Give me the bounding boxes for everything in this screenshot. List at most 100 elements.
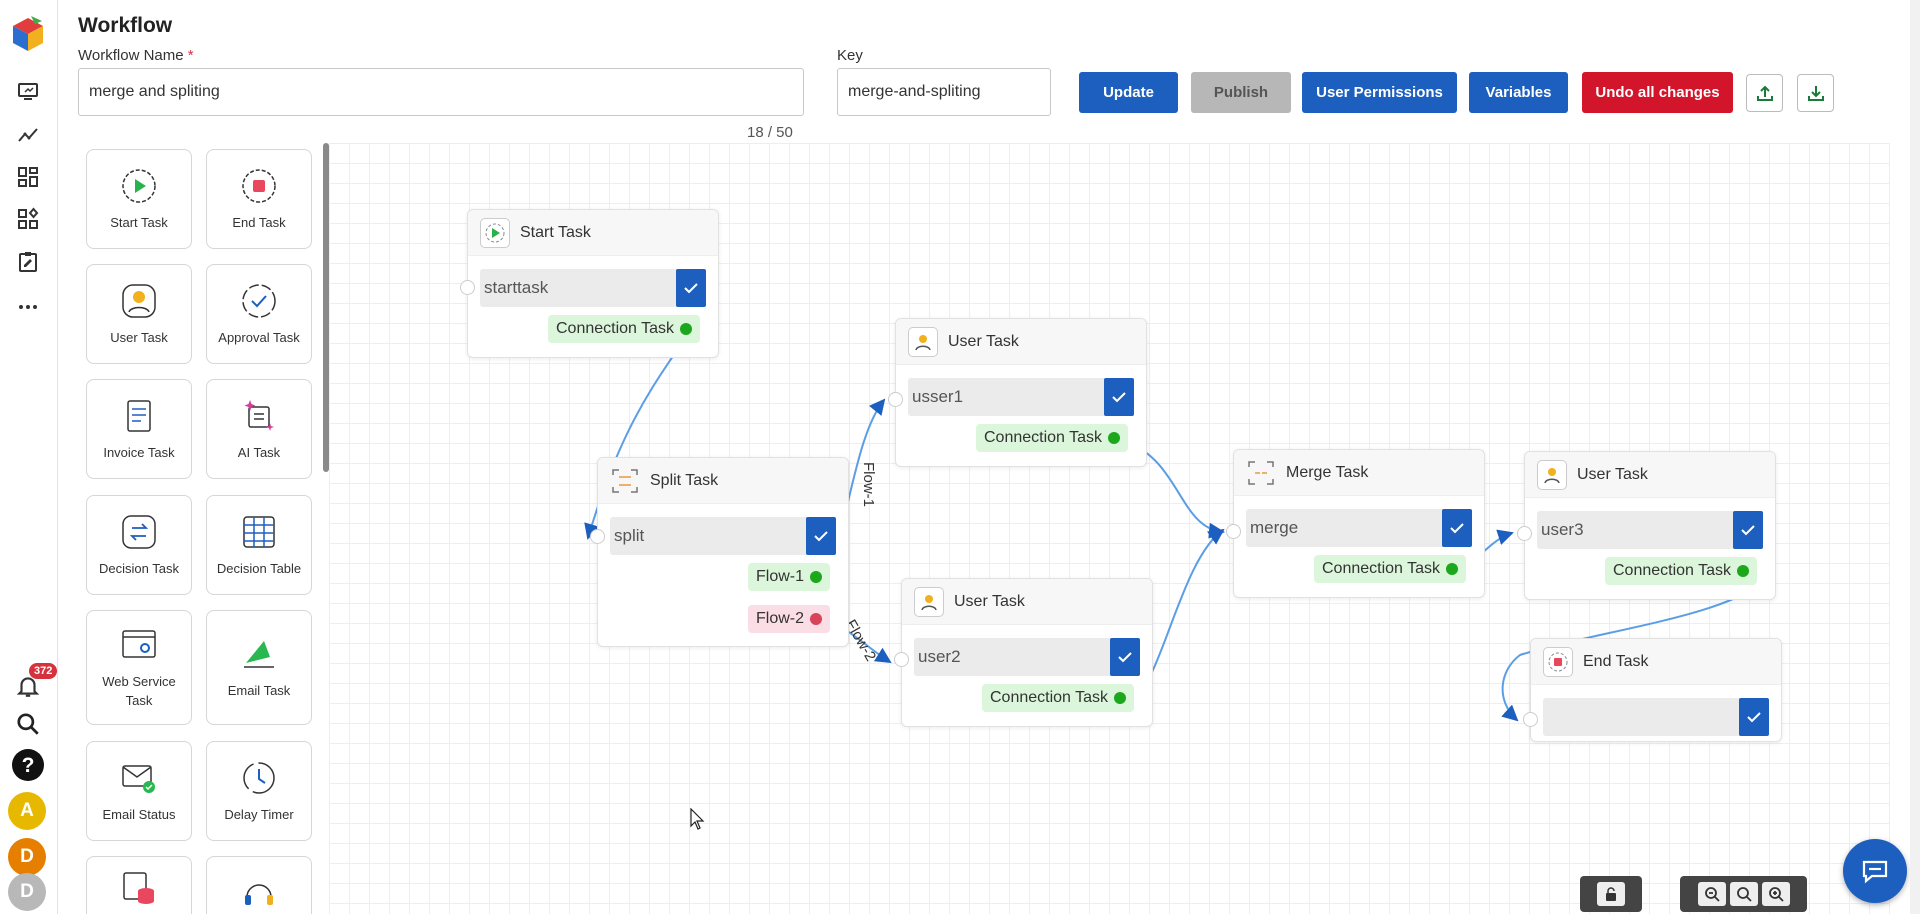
output-port[interactable] — [680, 323, 692, 335]
output-connection-task[interactable]: Connection Task — [1314, 555, 1466, 583]
node-name-field[interactable]: user2 — [914, 638, 1140, 676]
node-name-field[interactable] — [1543, 698, 1769, 736]
node-user-task-1[interactable]: User Task usser1 Connection Task — [888, 318, 1147, 467]
search-icon[interactable] — [11, 707, 45, 741]
edge-label-flow1: Flow-1 — [860, 461, 878, 508]
logo-icon[interactable] — [9, 14, 47, 54]
key-input[interactable] — [837, 68, 1051, 116]
output-flow-1[interactable]: Flow-1 — [748, 563, 831, 591]
node-header[interactable]: User Task — [902, 579, 1152, 625]
avatar[interactable]: D — [8, 873, 46, 911]
input-port[interactable] — [1226, 524, 1241, 539]
more-icon[interactable] — [11, 290, 45, 324]
input-port[interactable] — [590, 529, 605, 544]
palette-support-task[interactable] — [206, 856, 312, 914]
node-name-field[interactable]: split — [610, 517, 836, 555]
node-header[interactable]: User Task — [1525, 452, 1775, 498]
zoom-out-icon[interactable] — [1697, 882, 1726, 906]
node-name-field[interactable]: usser1 — [908, 378, 1134, 416]
analytics-icon[interactable] — [11, 117, 45, 151]
checkmark-icon[interactable] — [1739, 698, 1769, 736]
checkmark-icon[interactable] — [1104, 378, 1134, 416]
palette-label: Email Status — [102, 806, 176, 822]
node-header[interactable]: User Task — [896, 319, 1146, 365]
input-port[interactable] — [1517, 526, 1532, 541]
palette-email-status[interactable]: Email Status — [86, 741, 192, 841]
checkmark-icon[interactable] — [676, 269, 706, 307]
dashboard-icon[interactable] — [11, 160, 45, 194]
node-header[interactable]: Start Task — [468, 210, 718, 256]
palette-start-task[interactable]: Start Task — [86, 149, 192, 249]
palette-email-task[interactable]: Email Task — [206, 610, 312, 725]
node-header[interactable]: Merge Task — [1234, 450, 1484, 496]
input-port[interactable] — [888, 392, 903, 407]
output-flow-2[interactable]: Flow-2 — [748, 605, 831, 633]
avatar[interactable]: A — [8, 792, 46, 830]
help-icon[interactable]: ? — [11, 748, 45, 782]
input-port[interactable] — [1523, 712, 1538, 727]
download-button[interactable] — [1797, 74, 1834, 112]
palette-decision-table[interactable]: Decision Table — [206, 495, 312, 595]
node-name-field[interactable]: user3 — [1537, 511, 1763, 549]
output-connection-task[interactable]: Connection Task — [976, 424, 1128, 452]
avatar[interactable]: D — [8, 838, 46, 876]
palette-end-task[interactable]: End Task — [206, 149, 312, 249]
node-name-field[interactable]: merge — [1246, 509, 1472, 547]
upload-button[interactable] — [1746, 74, 1783, 112]
lock-control[interactable] — [1580, 876, 1642, 912]
node-end-task[interactable]: End Task — [1523, 638, 1782, 742]
page-scrollbar[interactable] — [1910, 0, 1920, 914]
undo-all-changes-button[interactable]: Undo all changes — [1582, 72, 1733, 113]
output-label: Connection Task — [990, 689, 1108, 706]
node-header[interactable]: Split Task — [598, 458, 848, 504]
palette-decision-task[interactable]: Decision Task — [86, 495, 192, 595]
checkmark-icon[interactable] — [806, 517, 836, 555]
publish-button[interactable]: Publish — [1191, 72, 1291, 113]
user-icon — [908, 326, 938, 357]
unlock-icon[interactable] — [1597, 882, 1625, 906]
update-button[interactable]: Update — [1079, 72, 1178, 113]
bell-icon[interactable] — [11, 669, 45, 703]
node-merge-task[interactable]: Merge Task merge Connection Task — [1226, 449, 1485, 598]
palette-scrollbar[interactable] — [323, 143, 329, 472]
palette-delay-timer[interactable]: Delay Timer — [206, 741, 312, 841]
output-port[interactable] — [1114, 692, 1126, 704]
output-connection-task[interactable]: Connection Task — [548, 315, 700, 343]
output-port[interactable] — [810, 613, 823, 625]
output-label: Connection Task — [556, 320, 674, 337]
palette-database-task[interactable] — [86, 856, 192, 914]
output-port[interactable] — [810, 571, 823, 583]
checkmark-icon[interactable] — [1110, 638, 1140, 676]
zoom-in-icon[interactable] — [1761, 882, 1790, 906]
input-port[interactable] — [460, 280, 475, 295]
output-connection-task[interactable]: Connection Task — [982, 684, 1134, 712]
node-user-task-3[interactable]: User Task user3 Connection Task — [1517, 451, 1776, 600]
chat-button[interactable] — [1843, 839, 1907, 903]
apps-icon[interactable] — [11, 202, 45, 236]
node-start-task[interactable]: Start Task starttask Connection Task — [460, 209, 719, 358]
node-header[interactable]: End Task — [1531, 639, 1781, 685]
monitor-icon[interactable] — [11, 74, 45, 108]
palette-user-task[interactable]: User Task — [86, 264, 192, 364]
zoom-reset-icon[interactable] — [1729, 882, 1758, 906]
headset-icon — [245, 884, 273, 905]
output-port[interactable] — [1737, 565, 1749, 577]
checkmark-icon[interactable] — [1442, 509, 1472, 547]
palette-approval-task[interactable]: Approval Task — [206, 264, 312, 364]
node-name-field[interactable]: starttask — [480, 269, 706, 307]
palette-invoice-task[interactable]: Invoice Task — [86, 379, 192, 479]
input-port[interactable] — [894, 652, 909, 667]
play-icon — [122, 168, 156, 203]
node-split-task[interactable]: Split Task split Flow-1 Flow-2 — [590, 457, 849, 647]
node-user-task-2[interactable]: User Task user2 Connection Task — [894, 578, 1153, 727]
checkmark-icon[interactable] — [1733, 511, 1763, 549]
output-port[interactable] — [1108, 432, 1120, 444]
workflow-name-input[interactable] — [78, 68, 804, 116]
palette-ai-task[interactable]: AI Task — [206, 379, 312, 479]
palette-web-service-task[interactable]: Web Service Task — [86, 610, 192, 725]
checklist-icon[interactable] — [11, 245, 45, 279]
user-permissions-button[interactable]: User Permissions — [1302, 72, 1457, 113]
output-port[interactable] — [1446, 563, 1458, 575]
output-connection-task[interactable]: Connection Task — [1605, 557, 1757, 585]
variables-button[interactable]: Variables — [1469, 72, 1568, 113]
